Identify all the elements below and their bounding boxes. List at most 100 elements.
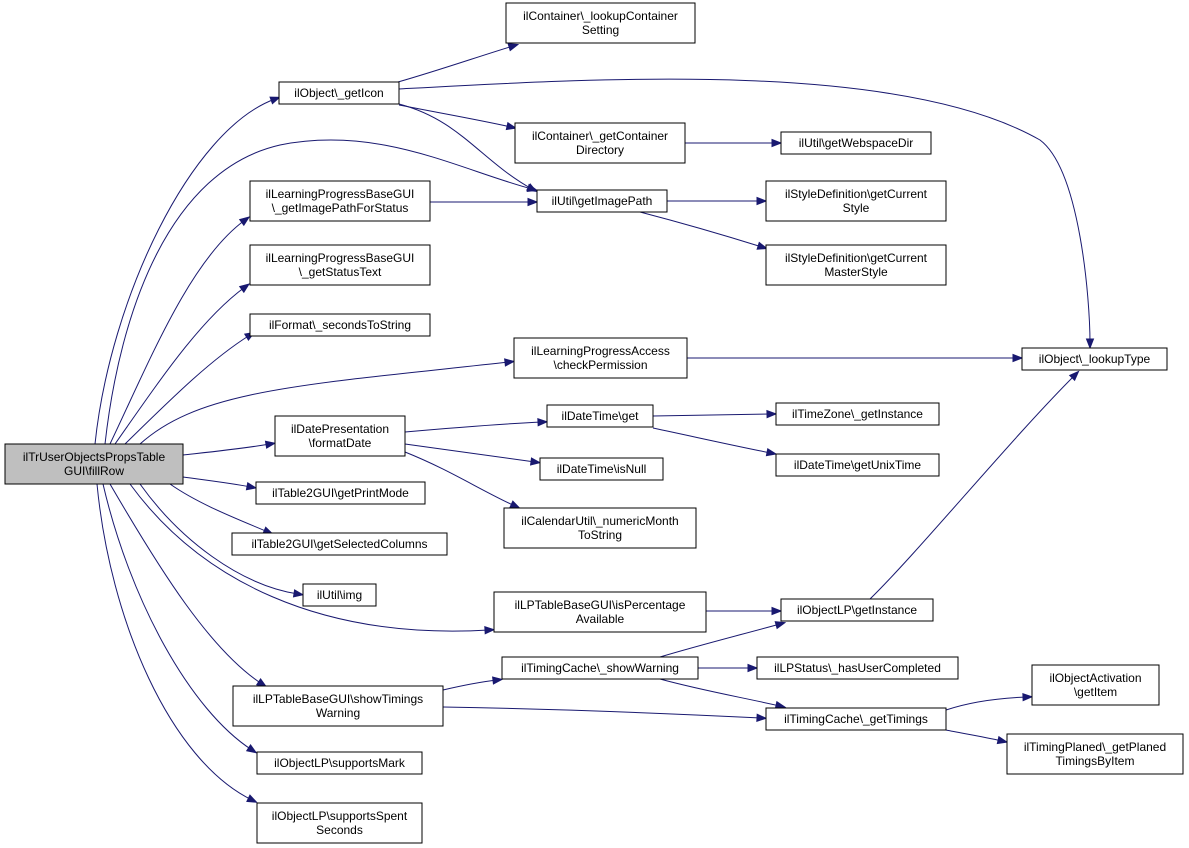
node-label: ilTimingCache\_getTimings: [784, 712, 928, 726]
edge-root-to-utilImg: [139, 483, 305, 598]
node-activationGetItem[interactable]: ilObjectActivation\getItem: [1031, 664, 1160, 706]
edge-showWarning-to-lpGetInstance: [659, 621, 787, 658]
node-label: ilUtil\img: [317, 588, 362, 602]
node-label: ilLPTableBaseGUI\showTimings: [253, 692, 423, 706]
node-label: ilObjectLP\getInstance: [797, 603, 917, 617]
edge-showTimingsWarning-to-showWarning: [442, 676, 504, 691]
node-label: ilDateTime\getUnixTime: [794, 458, 921, 472]
edge-getTimings-to-getPlanedTimings: [945, 729, 1009, 745]
node-label: ilTable2GUI\getSelectedColumns: [251, 537, 427, 551]
edge-formatDate-to-dtIsNull: [404, 443, 542, 466]
node-label: ilTimingCache\_showWarning: [521, 661, 679, 675]
edge-root-to-formatDate: [182, 440, 277, 456]
node-label: ilContainer\_getContainer: [532, 129, 668, 143]
node-label: \_getStatusText: [299, 265, 382, 279]
edge-root-to-isPercentageAvailable: [129, 483, 496, 635]
edge-root-to-lpGetImagePathForStatus: [109, 216, 251, 445]
node-label: \formatDate: [309, 436, 372, 450]
node-getPrintMode[interactable]: ilTable2GUI\getPrintMode: [255, 481, 426, 505]
node-label: ilObject\_getIcon: [294, 86, 383, 100]
edge-getContainerDirectory-to-getWebspaceDir: [684, 138, 783, 148]
edge-dtGet-to-tzGetInstance: [652, 409, 778, 419]
edge-checkPermission-to-lookupType: [687, 353, 1024, 363]
node-label: Style: [843, 201, 870, 215]
node-label: TimingsByItem: [1056, 754, 1135, 768]
node-label: ilLPStatus\_hasUserCompleted: [774, 661, 941, 675]
node-hasUserCompleted[interactable]: ilLPStatus\_hasUserCompleted: [756, 656, 959, 680]
node-label: ilLPTableBaseGUI\isPercentage: [515, 598, 686, 612]
node-label: MasterStyle: [824, 265, 888, 279]
node-label: Warning: [316, 706, 360, 720]
edge-showTimingsWarning-to-getTimings: [442, 706, 768, 723]
node-dtGetUnixTime[interactable]: ilDateTime\getUnixTime: [775, 453, 940, 477]
edge-root-to-showTimingsWarning: [109, 483, 268, 688]
edge-getImagePath-to-getCurrentMasterStyle: [639, 211, 769, 250]
node-label: ilLearningProgressBaseGUI: [266, 251, 415, 265]
node-getSelectedColumns[interactable]: ilTable2GUI\getSelectedColumns: [231, 532, 448, 556]
node-label: ilTimeZone\_getInstance: [792, 407, 923, 421]
node-label: ilUtil\getImagePath: [552, 194, 653, 208]
node-label: ilFormat\_secondsToString: [269, 318, 411, 332]
node-label: ilLearningProgressBaseGUI: [266, 187, 415, 201]
node-lpGetStatusText[interactable]: ilLearningProgressBaseGUI\_getStatusText: [249, 244, 431, 286]
node-label: \checkPermission: [553, 358, 647, 372]
node-label: ilObjectLP\supportsMark: [274, 756, 406, 770]
node-label: ilDatePresentation: [291, 422, 389, 436]
node-label: \_getImagePathForStatus: [272, 201, 409, 215]
node-getTimings[interactable]: ilTimingCache\_getTimings: [765, 707, 947, 731]
node-label: ilStyleDefinition\getCurrent: [785, 251, 928, 265]
node-getIcon[interactable]: ilObject\_getIcon: [278, 81, 400, 105]
node-getImagePath[interactable]: ilUtil\getImagePath: [536, 189, 668, 213]
edge-lpGetInstance-to-lookupType: [869, 370, 1080, 600]
edge-root-to-getIcon: [94, 96, 281, 445]
node-label: Seconds: [316, 823, 363, 837]
edge-formatDate-to-numericMonthToString: [404, 451, 521, 509]
node-tzGetInstance[interactable]: ilTimeZone\_getInstance: [775, 402, 940, 426]
node-label: ilObject\_lookupType: [1039, 352, 1151, 366]
node-getWebspaceDir[interactable]: ilUtil\getWebspaceDir: [780, 131, 932, 155]
node-label: ilDateTime\isNull: [557, 462, 647, 476]
node-label: ilTrUserObjectsPropsTable: [23, 450, 166, 464]
node-label: Available: [576, 612, 625, 626]
node-label: GUI\fillRow: [64, 464, 124, 478]
node-dtGet[interactable]: ilDateTime\get: [546, 404, 654, 428]
node-label: \getItem: [1074, 685, 1117, 699]
node-lookupType[interactable]: ilObject\_lookupType: [1021, 347, 1168, 371]
node-label: ilObjectLP\supportsSpent: [272, 809, 408, 823]
edge-showWarning-to-hasUserCompleted: [698, 663, 759, 673]
node-label: ToString: [578, 528, 622, 542]
edge-root-to-getPrintMode: [182, 476, 258, 491]
node-label: ilTimingPlaned\_getPlaned: [1024, 740, 1166, 754]
edges-layer: [94, 43, 1095, 803]
node-label: ilCalendarUtil\_numericMonth: [521, 514, 678, 528]
edge-getIcon-to-lookupContainerSetting: [397, 43, 520, 83]
edge-getIcon-to-getImagePath: [398, 103, 538, 193]
node-label: ilTable2GUI\getPrintMode: [272, 486, 409, 500]
node-label: ilUtil\getWebspaceDir: [799, 136, 914, 150]
edge-getTimings-to-activationGetItem: [945, 692, 1034, 711]
node-utilImg[interactable]: ilUtil\img: [302, 583, 377, 607]
node-showWarning[interactable]: ilTimingCache\_showWarning: [501, 656, 699, 680]
node-secondsToString[interactable]: ilFormat\_secondsToString: [249, 313, 431, 337]
node-dtIsNull[interactable]: ilDateTime\isNull: [539, 457, 664, 481]
edge-dtGet-to-dtGetUnixTime: [652, 427, 778, 457]
node-label: ilObjectActivation: [1049, 671, 1141, 685]
node-supportsMark[interactable]: ilObjectLP\supportsMark: [256, 751, 423, 775]
edge-getIcon-to-getContainerDirectory: [398, 104, 518, 131]
node-formatDate[interactable]: ilDatePresentation\formatDate: [274, 415, 406, 457]
node-checkPermission[interactable]: ilLearningProgressAccess\checkPermission: [513, 337, 688, 379]
edge-isPercentageAvailable-to-lpGetInstance: [706, 606, 783, 616]
node-lpGetInstance[interactable]: ilObjectLP\getInstance: [780, 598, 934, 622]
edge-formatDate-to-dtGet: [404, 417, 549, 433]
node-lpGetImagePathForStatus[interactable]: ilLearningProgressBaseGUI\_getImagePathF…: [249, 180, 431, 222]
